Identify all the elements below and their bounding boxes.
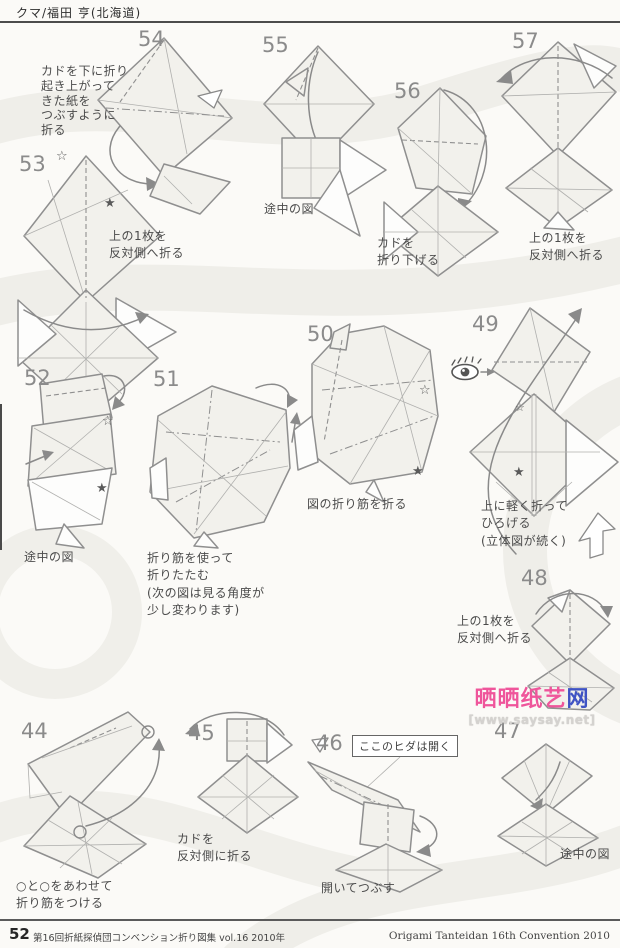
step-45-diagram [185, 711, 299, 834]
step-50-diagram [293, 323, 439, 503]
step-48-number: 48 [521, 566, 548, 590]
watermark-url: [www.saysay.net] [468, 713, 596, 728]
step-56-number: 56 [394, 79, 421, 103]
step-46-number: 46 [316, 731, 343, 755]
scan-edge-artifact [0, 404, 2, 550]
step-52-number: 52 [24, 366, 51, 390]
footer-rule [0, 919, 620, 921]
header-rule [0, 21, 620, 23]
step-48-diagram [527, 589, 615, 711]
step-48-caption: 上の1枚を 反対側へ折る [457, 614, 533, 646]
step-44-number: 44 [21, 719, 48, 743]
open-star-marker: ☆ [515, 401, 525, 414]
step-52-caption: 途中の図 [24, 550, 75, 564]
step-57-diagram [496, 41, 617, 231]
step-50-caption: 図の折り筋を折る [307, 497, 408, 511]
footer-right-text: Origami Tanteidan 16th Convention 2010 [388, 930, 610, 942]
step-51-number: 51 [153, 367, 180, 391]
watermark-site-name: 晒晒纸艺网 [462, 687, 602, 712]
watermark: 晒晒纸艺网 [www.saysay.net] [462, 687, 602, 728]
step-45-caption: カドを 反対側に折る [177, 832, 253, 864]
pleat-note-box: ここのヒダは開く [352, 735, 458, 757]
step-56-caption: カドを 折り下げる [377, 236, 440, 268]
open-star-marker: ☆ [102, 414, 114, 429]
open-star-marker: ☆ [419, 383, 431, 398]
watermark-name-blue: 网 [566, 687, 590, 712]
step-55-number: 55 [262, 33, 289, 57]
step-54-diagram [97, 37, 233, 215]
step-49-caption: 上に軽く折って ひろげる (立体図が続く) [481, 499, 568, 548]
step-57-caption: 上の1枚を 反対側へ折る [529, 231, 605, 263]
page-header: クマ/福田 亨(北海道) [16, 4, 141, 21]
filled-star-marker: ★ [96, 481, 108, 496]
filled-star-marker: ★ [104, 196, 116, 211]
step-54-number: 54 [138, 27, 165, 51]
step-46-diagram [307, 737, 443, 893]
filled-star-marker: ★ [412, 464, 424, 479]
open-star-marker: ☆ [56, 149, 68, 164]
step-44-caption: ○と○をあわせて 折り筋をつける [16, 879, 113, 911]
footer-booklet-title: 第16回折紙探偵団コンベンション折り図集 vol.16 2010年 [33, 933, 285, 944]
step-47-number: 47 [494, 719, 521, 743]
header-title: クマ/福田 亨(北海道) [16, 6, 142, 20]
footer-page-number: 52 [9, 925, 30, 943]
step-51-caption: 折り筋を使って 折りたたむ (次の図は見る角度が 少し変わります) [147, 551, 265, 618]
step-56-diagram [383, 87, 499, 277]
step-55-diagram [263, 45, 387, 237]
step-46-caption: 開いてつぶす [321, 881, 396, 895]
step-44-diagram [23, 711, 165, 879]
step-54-caption: カドを下に折り 起き上がって きた紙を つぶすように 折る [41, 64, 129, 137]
step-49-number: 49 [472, 312, 499, 336]
watermark-name-pink: 晒晒纸艺 [474, 687, 567, 712]
step-51-diagram [149, 383, 301, 549]
step-50-number: 50 [307, 322, 334, 346]
step-53-number: 53 [19, 152, 46, 176]
filled-star-marker: ★ [513, 465, 525, 480]
step-52-diagram [25, 373, 126, 549]
eye-icon [451, 356, 495, 381]
step-53-caption: 上の1枚を 反対側へ折る [109, 229, 185, 261]
step-47-diagram [497, 743, 599, 867]
step-49-diagram [469, 307, 619, 559]
step-47-caption: 途中の図 [560, 847, 611, 861]
step-57-number: 57 [512, 29, 539, 53]
step-45-number: 45 [188, 721, 215, 745]
step-55-caption: 途中の図 [264, 202, 315, 216]
